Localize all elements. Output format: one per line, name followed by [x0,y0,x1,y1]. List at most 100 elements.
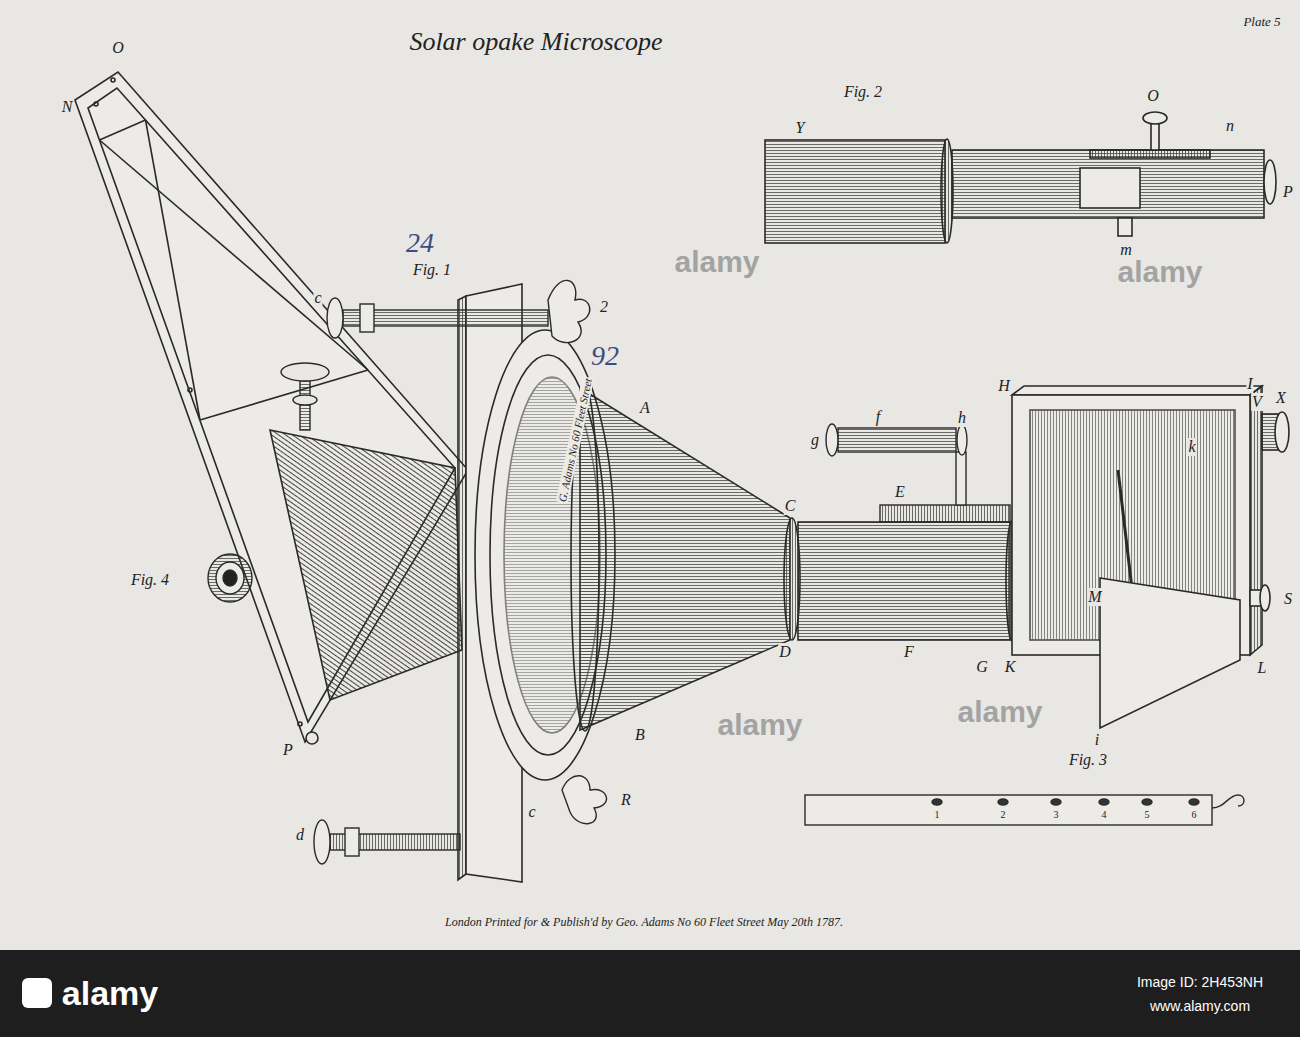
figure-2-tube [765,112,1276,243]
figure-2-tube [1080,168,1140,208]
callout-letter: k [1187,438,1196,456]
figure-2-tube [1143,112,1167,124]
callout-letter: f [875,408,881,426]
callout-letter: K [1004,658,1017,676]
plate-number: Plate 5 [1242,14,1281,30]
slider-bar [1189,799,1199,805]
mirror-frame [188,388,192,392]
figure-label: Fig. 4 [130,571,170,589]
door [1100,578,1240,728]
hole-number: 5 [1144,809,1151,820]
mirror-frame [75,72,468,742]
callout-letter: c [313,289,322,307]
upper-screw [548,280,590,342]
opake-box [1275,412,1289,452]
bracket-e [880,505,1010,522]
hole-number: 3 [1053,809,1060,820]
callout-letter: A [639,399,651,417]
figure-4-disk [216,562,244,594]
opake-box [1012,386,1289,728]
mirror-screw [281,363,329,430]
callout-letter: c [527,803,536,821]
upper-screw [360,304,374,332]
mirror-screw [281,363,329,381]
hole-number: 1 [934,809,941,820]
callout-letter: L [1257,659,1268,677]
slider-bar [998,799,1008,805]
lower-screw [562,776,606,824]
tube-f [798,522,1010,640]
stock-image-id: Image ID: 2H453NH [1136,974,1264,990]
slider-bar [1099,799,1109,805]
paper [0,0,1300,950]
mirror-frame [100,120,146,140]
callout-letter: n [1225,117,1235,135]
callout-letter: E [894,483,906,501]
reflecting-mirror [270,430,462,700]
stock-url: www.alamy.com [1149,998,1251,1014]
opake-box [1250,386,1262,655]
callout-letter: Y [795,119,806,137]
opake-box [1012,386,1262,395]
mirror-frame [111,78,115,82]
lower-screw [314,820,330,864]
watermark: alamy [956,695,1043,729]
mirror-frame [200,370,368,420]
hole-number: 4 [1101,809,1108,820]
lower-screw [345,828,359,856]
hole-number: 2 [1000,809,1007,820]
opake-box [1260,585,1270,611]
manuscript-number: 92 [590,340,620,372]
figure-label: Fig. 3 [1068,751,1108,769]
watermark: alamy [673,245,760,279]
callout-letter: N [61,98,74,116]
stock-logo-mark [22,978,52,1008]
cone-tube [580,388,790,730]
callout-letter: P [282,741,294,759]
watermark: alamy [1116,255,1203,289]
callout-letter: 2 [599,298,609,316]
callout-letter: X [1275,389,1287,407]
focus-tube [838,428,956,452]
figure-2-tube [952,150,1264,218]
slider-bar [1142,799,1152,805]
slider-bar [805,795,1244,825]
callout-letter: R [620,791,632,809]
figure-2-tube [1118,218,1132,236]
figure-4-disk [208,554,252,602]
figure-label: Fig. 2 [843,83,883,101]
callout-letter: G [975,658,989,676]
figure-2-tube [1264,160,1276,204]
upper-screw [327,298,343,338]
publisher-imprint: London Printed for & Publish'd by Geo. A… [445,915,843,930]
plate-title: Solar opake Microscope [409,27,662,57]
focus-tube [826,424,838,456]
callout-letter: i [1094,731,1100,749]
callout-letter: D [778,643,792,661]
focus-tube [957,425,967,455]
figure-label: Fig. 1 [412,261,452,279]
upper-screw [327,280,590,342]
slider-bar [805,795,1212,825]
hole-number: 6 [1191,809,1198,820]
callout-letter: F [903,643,915,661]
callout-letter: B [634,726,646,744]
mirror-frame [75,72,468,744]
focus-tube [956,452,966,505]
callout-letter: g [810,431,820,449]
square-plate [458,296,466,880]
mirror-frame [94,102,98,106]
figure-4-disk [223,570,237,586]
figure-2-tube [1151,122,1159,150]
slider-bar [1212,795,1244,808]
mirror-frame [298,722,302,726]
rack [1090,150,1210,158]
stock-strip [0,950,1300,1037]
figure-2-tube [765,140,945,243]
mirror-frame [146,120,201,420]
callout-letter: M [1087,588,1102,606]
stock-logo: alamy [61,974,159,1013]
slider-bar [932,799,942,805]
slider-bar [1051,799,1061,805]
